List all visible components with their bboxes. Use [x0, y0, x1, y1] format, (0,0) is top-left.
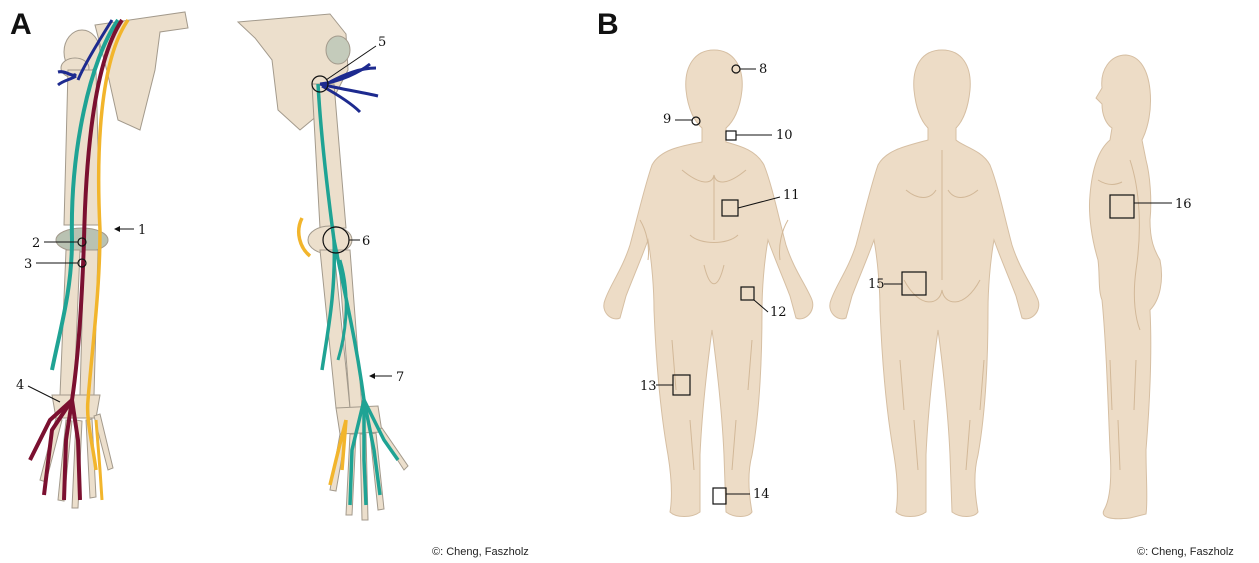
- body-side-silhouette: [1089, 55, 1161, 519]
- marker-3: 3: [24, 257, 32, 272]
- copyright-a: ©: Cheng, Faszholz: [432, 546, 529, 558]
- marker-5: 5: [378, 35, 386, 50]
- body-back-silhouette: [830, 50, 1039, 517]
- body-front-silhouette: [604, 50, 813, 517]
- marker-8: 8: [759, 62, 767, 77]
- glenoid-right: [326, 36, 350, 64]
- marker-15: 15: [868, 277, 885, 292]
- copyright-b: ©: Cheng, Faszholz: [1137, 546, 1234, 558]
- arm-posterior: 5 6 7: [238, 14, 408, 520]
- marker-4: 4: [16, 378, 24, 393]
- marker-12: 12: [770, 305, 787, 320]
- marker-9: 9: [663, 112, 671, 127]
- marker-2: 2: [32, 236, 40, 251]
- marker-16: 16: [1175, 197, 1192, 212]
- arm-anterior: 1 2 3 4: [16, 12, 188, 508]
- marker-14: 14: [753, 487, 770, 502]
- marker-6: 6: [362, 234, 370, 249]
- marker-7: 7: [396, 370, 404, 385]
- body-side: 16: [1089, 55, 1191, 519]
- humerus-left: [64, 70, 100, 225]
- digital-arteries-left: [30, 400, 80, 500]
- body-front: 8 9 10 11 12 13 14: [604, 50, 813, 517]
- marker-11: 11: [783, 188, 800, 203]
- marker-10: 10: [776, 128, 793, 143]
- marker-13: 13: [640, 379, 657, 394]
- marker-1: 1: [138, 223, 146, 238]
- body-back: 15: [830, 50, 1039, 517]
